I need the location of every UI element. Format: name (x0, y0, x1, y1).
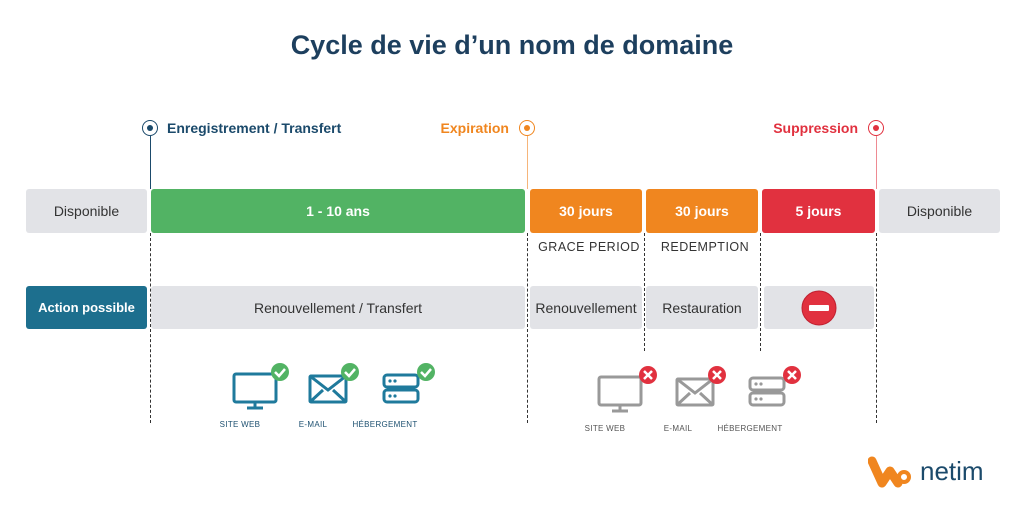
email-icon (308, 374, 348, 404)
email-icon (675, 377, 715, 407)
registration-marker-icon (142, 120, 158, 136)
phase-registered: 1 - 10 ans (151, 189, 525, 233)
cross-icon (783, 366, 801, 384)
service-label: HÉBERGEMENT (352, 420, 418, 429)
phase-available-again: Disponible (879, 189, 1000, 233)
divider (149, 233, 151, 423)
monitor-icon (232, 372, 278, 410)
registration-label: Enregistrement / Transfert (167, 120, 342, 136)
inactive-services-icons (597, 366, 801, 413)
suppression-line (875, 136, 877, 189)
expiration-label: Expiration (440, 120, 509, 136)
check-icon (417, 363, 435, 381)
phase-redemption: 30 jours (646, 189, 758, 233)
phase-deletion: 5 jours (762, 189, 875, 233)
action-renew: Renouvellement (530, 286, 642, 329)
divider (526, 233, 528, 423)
grace-period-label: GRACE PERIOD (538, 240, 640, 254)
service-label: SITE WEB (584, 424, 626, 433)
action-header: Action possible (26, 286, 147, 329)
service-label: HÉBERGEMENT (717, 424, 783, 433)
page-title: Cycle de vie d’un nom de domaine (290, 30, 734, 60)
action-blocked (764, 286, 874, 329)
suppression-marker-icon (868, 120, 884, 136)
no-entry-icon (801, 290, 837, 325)
cross-icon (708, 366, 726, 384)
check-icon (341, 363, 359, 381)
expiration-marker-icon (519, 120, 535, 136)
active-services-icons (232, 363, 435, 410)
action-renew-transfer: Renouvellement / Transfert (151, 286, 525, 329)
suppression-label: Suppression (773, 120, 858, 136)
action-restore: Restauration (646, 286, 758, 329)
cross-icon (639, 366, 657, 384)
service-label: SITE WEB (219, 420, 261, 429)
service-label: E-MAIL (663, 424, 693, 433)
server-icon (382, 373, 420, 404)
divider (759, 233, 761, 351)
divider (875, 233, 877, 423)
netim-logo-icon (868, 456, 911, 488)
monitor-icon (597, 375, 643, 413)
phase-available: Disponible (26, 189, 147, 233)
registration-line (149, 136, 151, 189)
service-label: E-MAIL (298, 420, 328, 429)
check-icon (271, 363, 289, 381)
netim-logo-text: netim (920, 456, 984, 486)
redemption-label: REDEMPTION (660, 240, 750, 254)
divider (643, 233, 645, 351)
phase-grace: 30 jours (530, 189, 642, 233)
expiration-line (526, 136, 528, 189)
server-icon (748, 376, 786, 407)
